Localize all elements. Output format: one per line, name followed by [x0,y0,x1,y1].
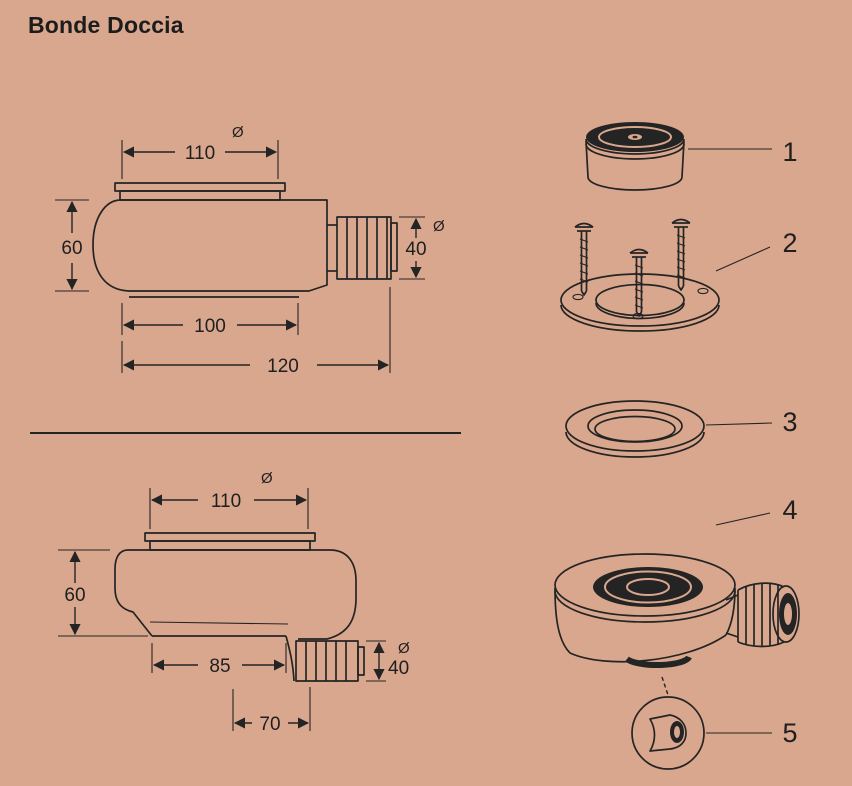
part-body-outlet [725,582,800,648]
screw [629,248,649,317]
dimension-height: 60 [58,549,148,637]
part-number-4: 4 [782,495,797,525]
diameter-symbol: Ø [398,640,410,657]
dimension-body-width: 100 [121,303,299,337]
drain-flange-profile [114,182,286,201]
dimension-outlet-diameter: 40 Ø [399,216,445,280]
dimension-height: 60 [55,199,89,292]
screw [574,222,594,296]
dimension-body-width: 85 [151,643,287,677]
part-number-5: 5 [782,718,797,748]
detail-callout-line [661,676,669,696]
leader-line-4 [715,512,771,526]
dim-120-label: 120 [267,356,299,377]
exploded-parts-view: 1 [554,122,800,770]
leader-line-2 [715,246,771,272]
part-number-3: 3 [782,407,797,437]
leader-line-3 [705,422,773,426]
dimension-outlet-length: 70 [232,687,311,735]
drain-flange-profile [144,532,316,551]
part-clip-detail [631,696,772,770]
dim-40-label: 40 [388,658,409,679]
drawing-side-view-straight-outlet: 110 Ø [55,124,445,377]
part-number-2: 2 [782,228,797,258]
page-title: Bonde Doccia [28,12,184,38]
part-cap [585,122,772,191]
diameter-symbol: Ø [261,470,273,487]
drain-body-profile [92,199,328,298]
diameter-symbol: Ø [232,124,244,141]
part-drain-body [554,512,800,696]
drawing-side-view-elbow-outlet: 110 Ø [58,470,410,735]
part-gasket [565,400,773,458]
dimension-outlet-diameter: 40 Ø [366,640,410,682]
dim-70-label: 70 [259,714,280,735]
drain-body-elbow-profile [114,549,357,682]
part-number-1: 1 [782,137,797,167]
dimension-top-width: 110 Ø [149,470,309,529]
dimension-top-width: 110 Ø [121,124,279,179]
dim-60-label: 60 [64,585,85,606]
dim-60-label: 60 [61,238,82,259]
screw [671,218,691,291]
dim-110-label: 110 [185,143,215,164]
dim-85-label: 85 [209,656,230,677]
diameter-symbol: Ø [433,218,445,235]
detail-circle [631,696,705,770]
threaded-outlet-profile [295,640,365,682]
section-divider [30,432,461,434]
part-flange-with-screws [560,218,771,332]
dim-40-label: 40 [405,239,426,260]
dim-100-label: 100 [194,316,226,337]
dim-110-label: 110 [211,491,241,512]
threaded-outlet-profile [327,216,398,280]
dimension-total-width: 120 [121,287,391,377]
